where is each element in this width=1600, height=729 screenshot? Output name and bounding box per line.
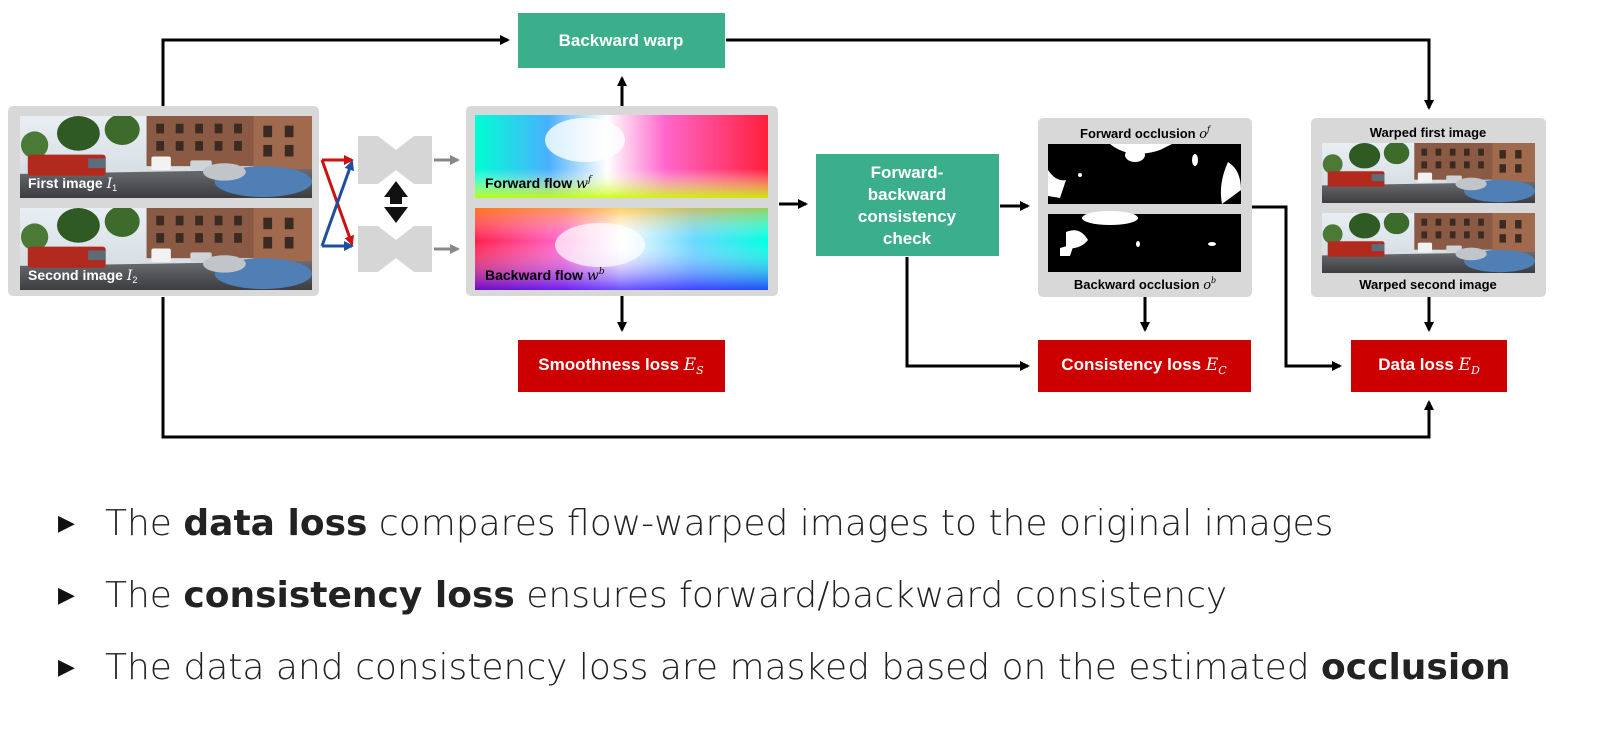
bullet-arrow-icon: ▶: [58, 582, 75, 608]
blue-arrow-cross: [320, 160, 355, 247]
bullet-list: ▶ The data loss compares flow-warped ima…: [58, 487, 1578, 703]
data-loss-box: [1351, 340, 1507, 392]
warped-second-image-photo: [1322, 212, 1535, 273]
edge-occlusion-to-data-loss: [1252, 205, 1342, 371]
bullet-3-pre: The data and consistency loss are masked…: [105, 646, 1322, 688]
forward-occlusion-mask: [1048, 144, 1241, 204]
second-image-label: Second image I2: [28, 267, 137, 285]
warped-first-image-photo: [1322, 142, 1535, 203]
edge-input-to-backward-warp: [161, 35, 510, 106]
fb-consistency-check-line-1: Forward-: [871, 163, 944, 182]
smoothness-loss-box: [518, 340, 725, 392]
forward-occlusion-label: Forward occlusion of: [1080, 125, 1212, 142]
backward-warp-label: Backward warp: [559, 31, 684, 50]
bullet-1-post: compares flow-warped images to the origi…: [367, 502, 1334, 544]
bullet-1-pre: The: [105, 502, 184, 544]
consistency-loss-label: Consistency loss EC: [1061, 355, 1227, 377]
warped-second-image-label: Warped second image: [1359, 277, 1497, 292]
connector-lines: [161, 35, 1434, 439]
backward-warp-box: [518, 13, 725, 68]
backward-occlusion-label: Backward occlusion ob: [1074, 276, 1216, 293]
backward-flow-image: [475, 208, 768, 290]
fb-consistency-check-line-2: backward: [868, 185, 946, 204]
fb-consistency-check-box: [816, 154, 999, 256]
flow-network-top-icon: [358, 136, 432, 184]
bullet-3-bold: occlusion: [1321, 646, 1511, 688]
bullet-consistency-loss: ▶ The consistency loss ensures forward/b…: [58, 559, 1578, 631]
consistency-loss-box: [1038, 340, 1251, 392]
bullet-arrow-icon: ▶: [58, 510, 75, 536]
fb-consistency-check-line-3: consistency: [858, 207, 957, 226]
bullet-2-post: ensures forward/backward consistency: [514, 574, 1228, 616]
forward-flow-label: Forward flow wf: [485, 175, 593, 192]
edge-input-to-data-loss: [161, 297, 1434, 439]
bullet-occlusion-mask: ▶ The data and consistency loss are mask…: [58, 631, 1578, 703]
smoothness-loss-label: Smoothness loss ES: [538, 355, 704, 377]
flow-network-bottom-icon: [358, 226, 432, 272]
bullet-1-bold: data loss: [183, 502, 368, 544]
input-routing-arrows: [320, 155, 355, 251]
backward-flow-label: Backward flow wb: [485, 267, 605, 284]
data-loss-label: Data loss ED: [1378, 355, 1480, 377]
edge-fb-check-to-consistency-loss: [905, 257, 1030, 371]
bullet-arrow-icon: ▶: [58, 654, 75, 680]
fb-consistency-check-line-4: check: [883, 229, 932, 248]
bullet-2-pre: The: [105, 574, 184, 616]
bullet-data-loss: ▶ The data loss compares flow-warped ima…: [58, 487, 1578, 559]
warped-first-image-label: Warped first image: [1370, 125, 1487, 140]
shared-weights-icon: [384, 181, 408, 223]
first-image-label: First image I1: [28, 175, 117, 193]
backward-occlusion-mask: [1048, 211, 1241, 272]
edge-backward-warp-to-warped-images: [726, 38, 1434, 110]
bullet-2-bold: consistency loss: [183, 574, 515, 616]
forward-flow-image: [475, 115, 768, 198]
